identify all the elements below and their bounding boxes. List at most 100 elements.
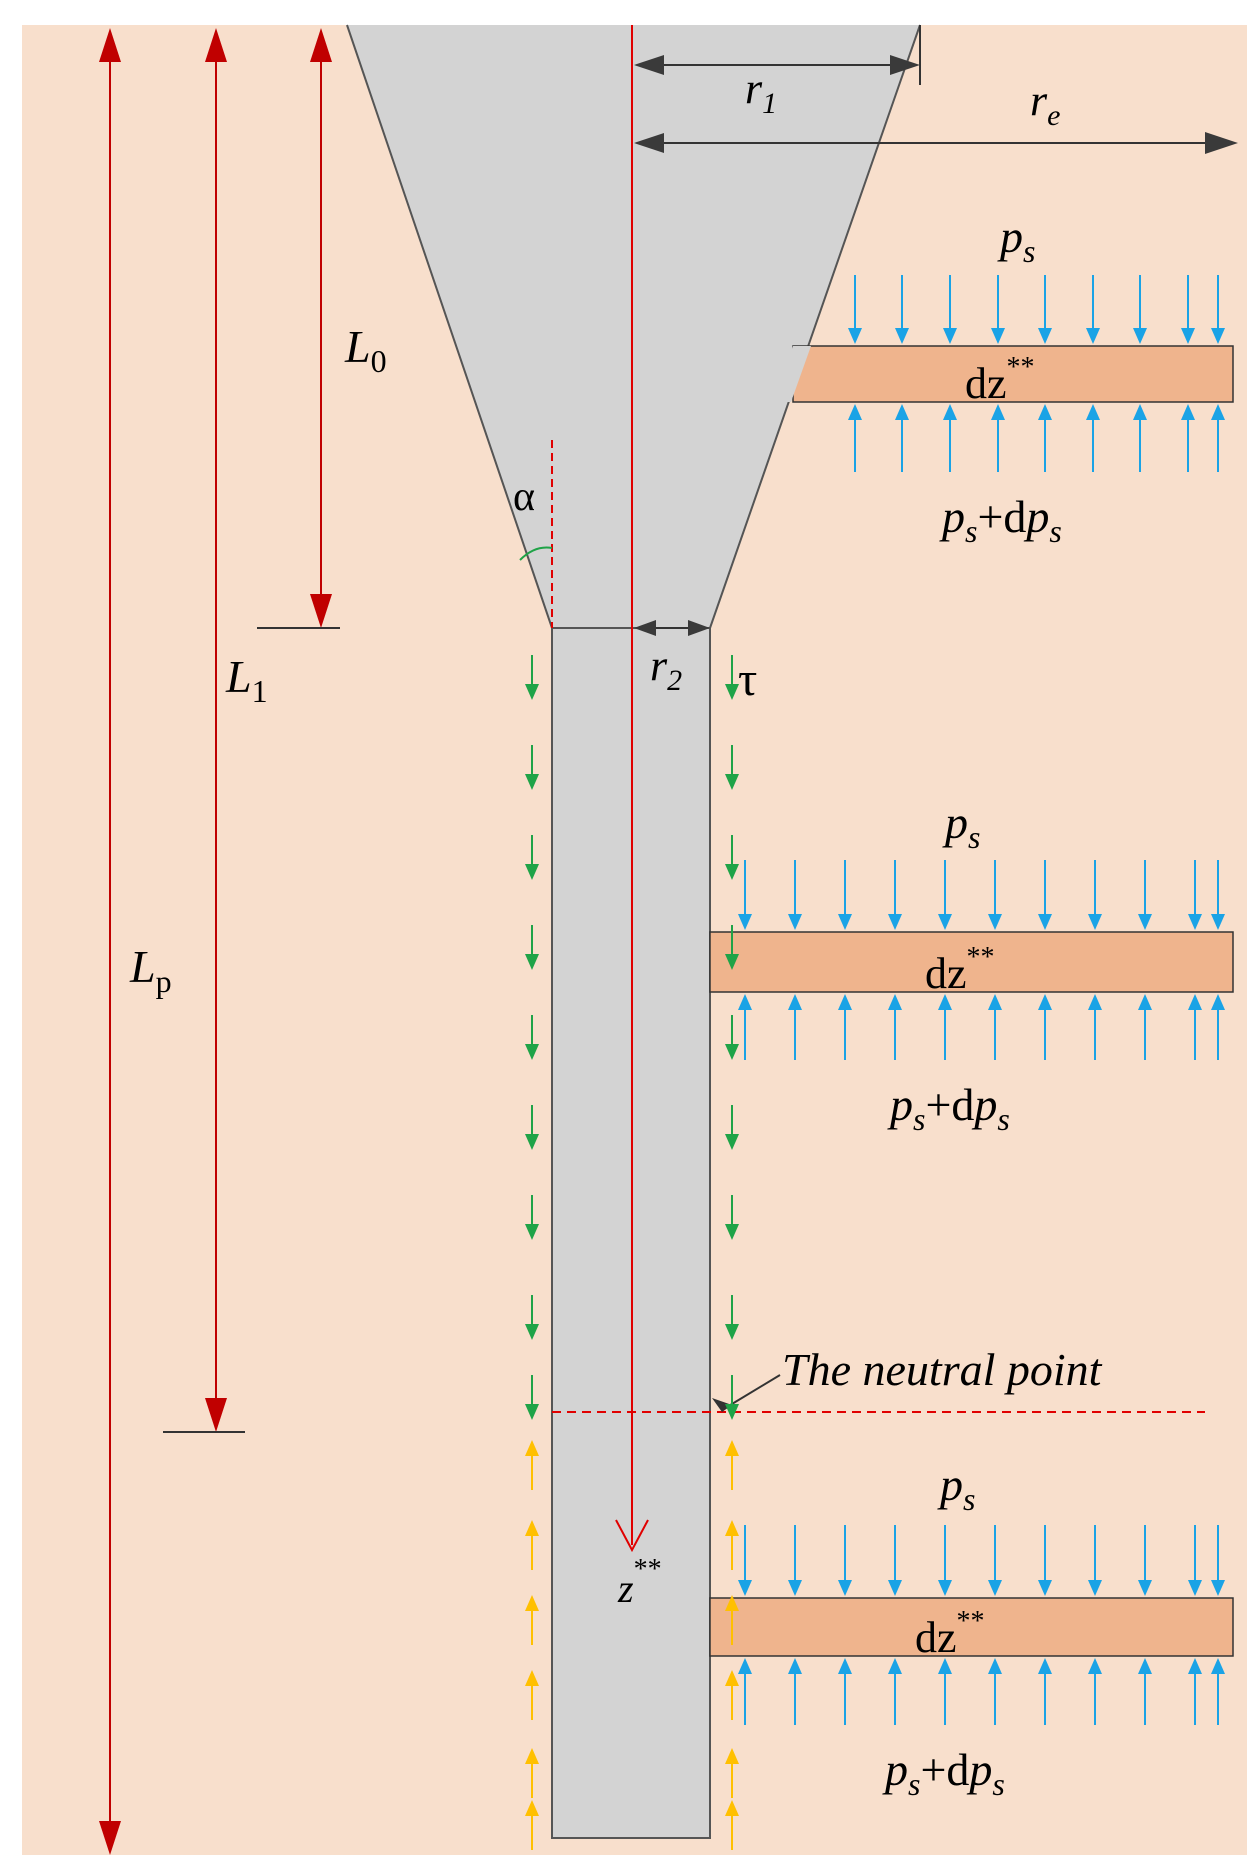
pressure-arrow-up-l2-8-head [1088, 994, 1102, 1010]
cone-edge-left [346, 24, 553, 629]
pressure-arrow-up-l1-4-head [991, 404, 1005, 420]
re-arrow-left [634, 133, 664, 153]
pressure-arrow-up-l3-4-head [888, 1658, 902, 1674]
pressure-arrow-up-l2-1-head [738, 994, 752, 1010]
r1-arrow-right [890, 55, 920, 75]
pressure-arrow-down-l1-3-head [943, 328, 957, 344]
tau-label: τ [738, 653, 757, 706]
negative-friction-left-2-head [525, 774, 539, 790]
pressure-arrow-up-l1-1-head [848, 404, 862, 420]
layer1-bottom-pressure: ps+dps [939, 491, 1062, 549]
arrow-group [525, 275, 1225, 1850]
pressure-arrow-down-l1-5-head [1038, 328, 1052, 344]
pressure-arrow-down-l3-4-head [888, 1580, 902, 1596]
negative-friction-right-1-head [725, 684, 739, 700]
L1-arrow-bottom [205, 1398, 227, 1432]
pressure-arrow-down-l2-4-head [888, 914, 902, 930]
pressure-arrow-down-l1-8-head [1181, 328, 1195, 344]
layer2-top-pressure: ps [942, 797, 980, 855]
negative-friction-left-7-head [525, 1224, 539, 1240]
pressure-arrow-up-l1-7-head [1133, 404, 1147, 420]
pressure-arrow-up-l3-11-head [1211, 1658, 1225, 1674]
pressure-arrow-up-l2-4-head [888, 994, 902, 1010]
negative-friction-left-6-head [525, 1134, 539, 1150]
negative-friction-left-1-head [525, 684, 539, 700]
pressure-arrow-up-l3-9-head [1138, 1658, 1152, 1674]
pressure-arrow-up-l1-5-head [1038, 404, 1052, 420]
negative-friction-right-3-head [725, 864, 739, 880]
pressure-arrow-down-l2-7-head [1038, 914, 1052, 930]
pressure-arrow-up-l2-5-head [938, 994, 952, 1010]
Lp-arrow-bottom [99, 1821, 121, 1855]
negative-friction-left-5-head [525, 1044, 539, 1060]
neutral-point-label: The neutral point [782, 1344, 1103, 1395]
layer2-dz: dz** [925, 942, 995, 998]
positive-friction-left-2-head [525, 1520, 539, 1536]
pressure-arrow-down-l1-1-head [848, 328, 862, 344]
pressure-arrow-down-l2-9-head [1138, 914, 1152, 930]
positive-friction-right-4-head [725, 1670, 739, 1686]
pressure-arrow-up-l2-3-head [838, 994, 852, 1010]
pressure-arrow-up-l2-10-head [1188, 994, 1202, 1010]
pressure-arrow-up-l1-2-head [895, 404, 909, 420]
pressure-arrow-down-l3-1-head [738, 1580, 752, 1596]
pressure-arrow-down-l3-3-head [838, 1580, 852, 1596]
pile-axis-arrowhead [615, 1519, 649, 1553]
pressure-arrow-down-l1-7-head [1133, 328, 1147, 344]
positive-friction-left-3-head [525, 1595, 539, 1611]
pressure-arrow-up-l3-1-head [738, 1658, 752, 1674]
pressure-arrow-up-l3-2-head [788, 1658, 802, 1674]
pile-cone [347, 25, 920, 628]
soil-layer-2 [709, 931, 1234, 993]
negative-friction-right-2-head [725, 774, 739, 790]
positive-friction-right-3-head [725, 1595, 739, 1611]
negative-friction-right-6-head [725, 1134, 739, 1150]
layer3-bottom-pressure: ps+dps [882, 1744, 1005, 1802]
layer2-bottom-pressure: ps+dps [887, 1079, 1010, 1137]
pressure-arrow-up-l2-9-head [1138, 994, 1152, 1010]
pressure-arrow-down-l2-2-head [788, 914, 802, 930]
pressure-arrow-up-l1-8-head [1181, 404, 1195, 420]
Lp-label: Lp [129, 941, 172, 999]
positive-friction-base-2-head [725, 1800, 739, 1816]
cone-edge-right [709, 24, 921, 629]
r1-label: r1 [745, 64, 777, 120]
negative-friction-right-9-head [725, 1404, 739, 1420]
positive-friction-left-5-head [525, 1748, 539, 1764]
cone-overlap-layer1 [773, 346, 811, 402]
pressure-arrow-down-l1-9-head [1211, 328, 1225, 344]
pressure-arrow-down-l3-11-head [1211, 1580, 1225, 1596]
pressure-arrow-up-l2-6-head [988, 994, 1002, 1010]
L0-arrow-top [310, 28, 332, 62]
pressure-arrow-down-l2-1-head [738, 914, 752, 930]
pressure-arrow-up-l3-6-head [988, 1658, 1002, 1674]
negative-friction-left-8-head [525, 1324, 539, 1340]
pressure-arrow-down-l3-9-head [1138, 1580, 1152, 1596]
pressure-arrow-up-l1-9-head [1211, 404, 1225, 420]
L0-arrow-bottom [310, 594, 332, 628]
positive-friction-base-1-head [525, 1800, 539, 1816]
r2-arrow-right [688, 620, 710, 636]
pressure-arrow-up-l3-3-head [838, 1658, 852, 1674]
pressure-arrow-up-l2-11-head [1211, 994, 1225, 1010]
Lp-arrow-top [99, 28, 121, 62]
pressure-arrow-up-l2-2-head [788, 994, 802, 1010]
soil-layer-3 [709, 1597, 1234, 1657]
pressure-arrow-down-l3-10-head [1188, 1580, 1202, 1596]
pressure-arrow-down-l2-10-head [1188, 914, 1202, 930]
pressure-arrow-down-l3-6-head [988, 1580, 1002, 1596]
L1-arrow-top [205, 28, 227, 62]
alpha-label: α [513, 474, 535, 520]
pressure-arrow-down-l3-5-head [938, 1580, 952, 1596]
pressure-arrow-down-l1-2-head [895, 328, 909, 344]
pressure-arrow-up-l3-8-head [1088, 1658, 1102, 1674]
r2-arrow-left [634, 620, 656, 636]
L0-label: L0 [344, 321, 387, 379]
positive-friction-left-4-head [525, 1670, 539, 1686]
pressure-arrow-down-l2-3-head [838, 914, 852, 930]
layer3-dz: dz** [915, 1606, 985, 1662]
pressure-arrow-down-l2-6-head [988, 914, 1002, 930]
positive-friction-right-1-head [725, 1440, 739, 1456]
negative-friction-left-3-head [525, 864, 539, 880]
